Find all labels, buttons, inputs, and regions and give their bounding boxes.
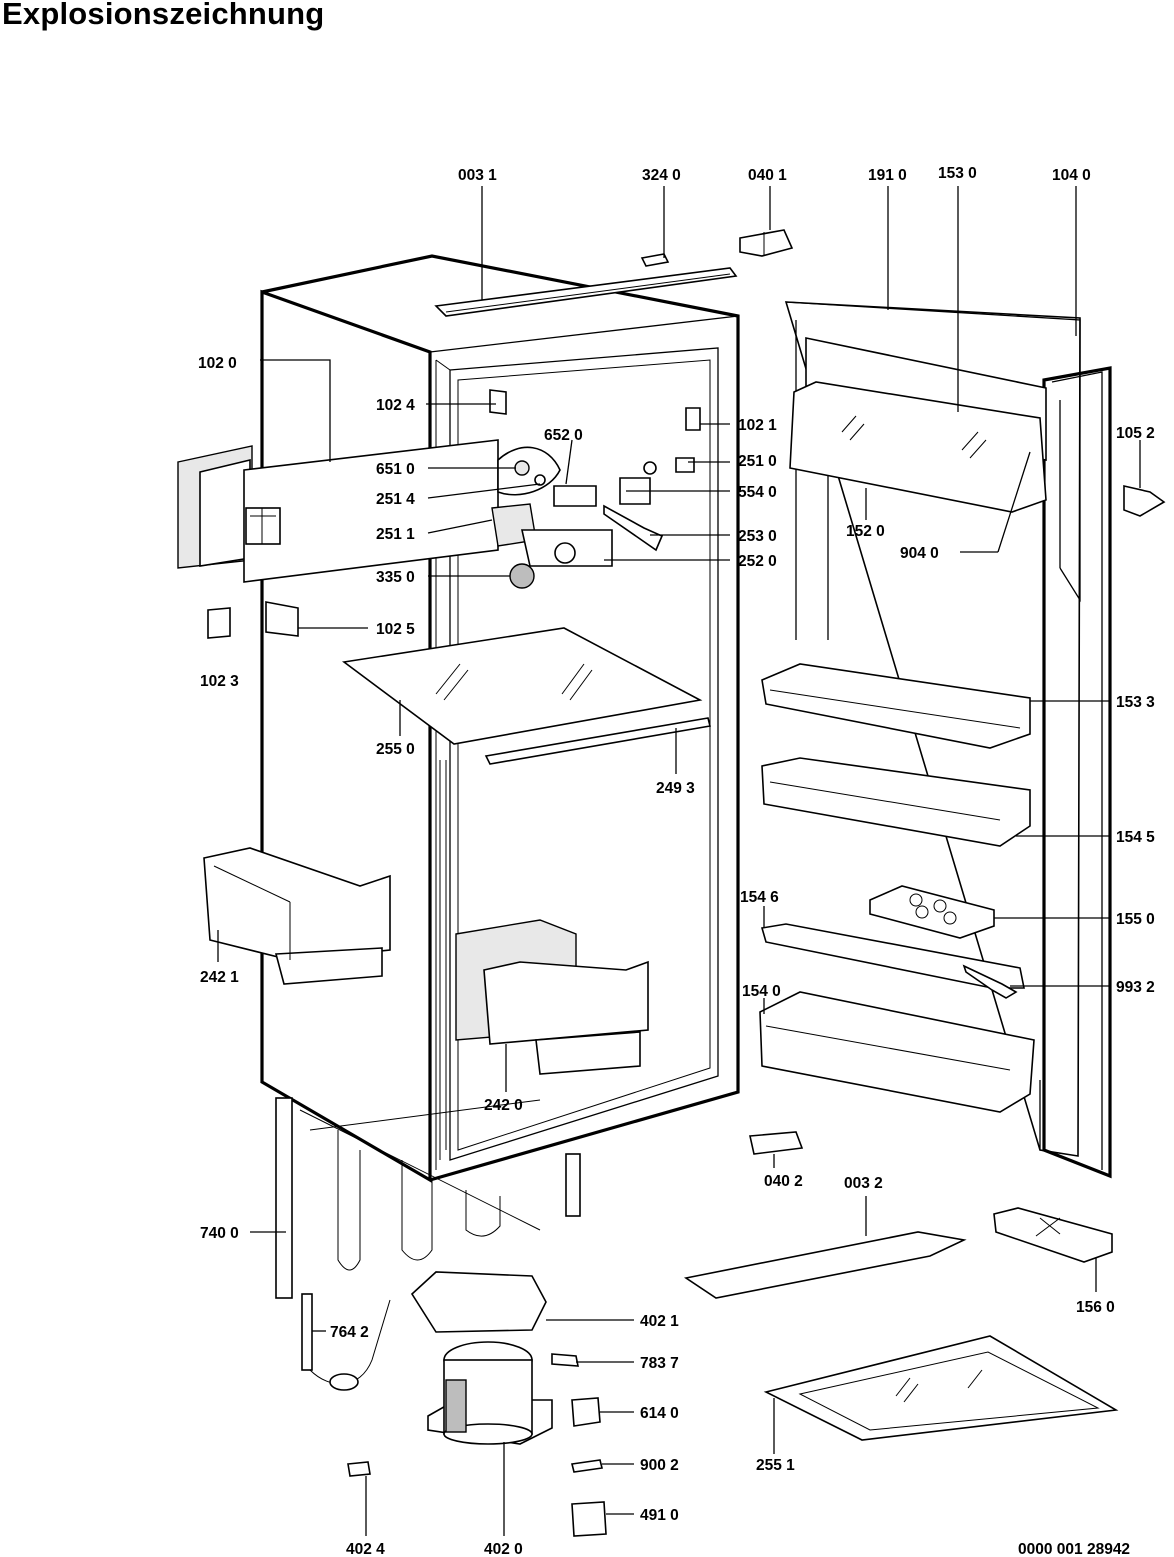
ice-tray <box>993 1207 1113 1263</box>
label-402-1: 402 1 <box>640 1313 679 1330</box>
label-242-1: 242 1 <box>200 969 239 986</box>
label-335-0: 335 0 <box>376 569 415 586</box>
page-title: Explosionszeichnung <box>2 0 325 31</box>
rail-154-6 <box>760 923 1025 989</box>
label-191-0: 191 0 <box>868 167 907 184</box>
label-003-1: 003 1 <box>458 167 497 184</box>
compressor <box>427 1341 553 1445</box>
hinge-105-2 <box>1123 484 1166 517</box>
label-154-6: 154 6 <box>740 889 779 906</box>
label-003-2: 003 2 <box>844 1175 883 1192</box>
shelf-trim-249 <box>484 717 711 765</box>
egg-tray <box>869 885 995 939</box>
label-102-0: 102 0 <box>198 355 237 372</box>
capillary <box>301 1293 391 1391</box>
drawer-242-0 <box>455 919 649 1075</box>
label-155-0: 155 0 <box>1116 911 1155 928</box>
document-number: 0000 001 28942 <box>1018 1541 1130 1557</box>
label-993-2: 993 2 <box>1116 979 1155 996</box>
label-255-1: 255 1 <box>756 1457 795 1474</box>
door-compartment <box>789 337 1047 513</box>
label-251-0: 251 0 <box>738 453 777 470</box>
label-651-0: 651 0 <box>376 461 415 478</box>
leader-lines <box>217 186 1141 1536</box>
clip-900 <box>571 1459 603 1473</box>
top-rail <box>434 267 738 317</box>
label-402-4: 402 4 <box>346 1541 385 1557</box>
drawer-242-1 <box>203 847 391 985</box>
label-252-0: 252 0 <box>738 553 777 570</box>
door-shelf-154-0 <box>759 991 1035 1113</box>
label-153-0: 153 0 <box>938 165 977 182</box>
label-255-0: 255 0 <box>376 741 415 758</box>
hinge-top <box>739 229 794 257</box>
label-740-0: 740 0 <box>200 1225 239 1242</box>
evaporator-panel <box>177 439 499 583</box>
label-253-0: 253 0 <box>738 528 777 545</box>
label-242-0: 242 0 <box>484 1097 523 1114</box>
label-900-2: 900 2 <box>640 1457 679 1474</box>
label-491-0: 491 0 <box>640 1507 679 1524</box>
relay-614 <box>571 1397 601 1427</box>
cabinet-body <box>260 254 740 1183</box>
label-040-2: 040 2 <box>764 1173 803 1190</box>
clip-402-4 <box>347 1461 371 1477</box>
bracket-102-3 <box>207 607 231 639</box>
door-shelf-153-3 <box>761 663 1031 749</box>
label-154-5: 154 5 <box>1116 829 1155 846</box>
label-105-2: 105 2 <box>1116 425 1155 442</box>
label-402-0: 402 0 <box>484 1541 523 1557</box>
label-904-0: 904 0 <box>900 545 939 562</box>
label-154-0: 154 0 <box>742 983 781 1000</box>
label-102-3: 102 3 <box>200 673 239 690</box>
label-614-0: 614 0 <box>640 1405 679 1422</box>
label-040-1: 040 1 <box>748 167 787 184</box>
cover-102-5 <box>265 601 299 637</box>
part-labels: 003 1 324 0 040 1 191 0 153 0 104 0 102 … <box>198 165 1155 1557</box>
hinge-bottom <box>749 1131 804 1155</box>
base-plate <box>683 1231 967 1299</box>
label-102-1: 102 1 <box>738 417 777 434</box>
label-102-5: 102 5 <box>376 621 415 638</box>
door-gasket <box>785 301 1081 640</box>
label-764-2: 764 2 <box>330 1324 369 1341</box>
label-251-4: 251 4 <box>376 491 415 508</box>
plug-783 <box>551 1353 579 1367</box>
glass-shelf-lower <box>763 1335 1119 1441</box>
label-152-0: 152 0 <box>846 523 885 540</box>
label-102-4: 102 4 <box>376 397 415 414</box>
compressor-tray <box>410 1271 547 1333</box>
cover-491 <box>571 1501 607 1537</box>
door-shelf-154-5 <box>761 757 1031 847</box>
label-156-0: 156 0 <box>1076 1299 1115 1316</box>
label-783-7: 783 7 <box>640 1355 679 1372</box>
condenser <box>275 1097 581 1299</box>
label-249-3: 249 3 <box>656 780 695 797</box>
label-554-0: 554 0 <box>738 484 777 501</box>
label-153-3: 153 3 <box>1116 694 1155 711</box>
label-324-0: 324 0 <box>642 167 681 184</box>
label-104-0: 104 0 <box>1052 167 1091 184</box>
label-251-1: 251 1 <box>376 526 415 543</box>
glass-shelf-upper <box>341 627 703 745</box>
label-652-0: 652 0 <box>544 427 583 444</box>
clip-324 <box>640 253 670 267</box>
light-housing <box>489 389 701 589</box>
clip-993-2 <box>962 964 1018 999</box>
